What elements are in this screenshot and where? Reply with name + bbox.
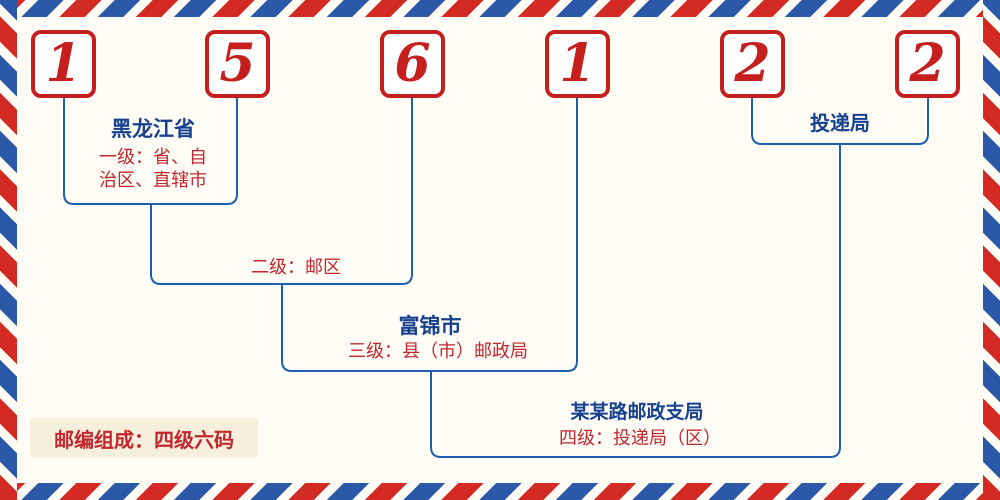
composition-note-box: 邮编组成：四级六码 <box>30 418 258 458</box>
level4-desc-label: 四级：投递局（区） <box>559 428 721 449</box>
airmail-border-left <box>0 0 17 500</box>
level4-place-label: 某某路邮政支局 <box>570 401 704 423</box>
composition-note-text: 邮编组成：四级六码 <box>54 427 234 452</box>
level3-desc-label: 三级：县（市）邮政局 <box>348 341 528 362</box>
delivery-office-label: 投递局 <box>810 111 870 135</box>
digit-box-1: 1 <box>31 30 96 98</box>
digit-box-4: 1 <box>545 30 610 98</box>
airmail-border-right <box>983 0 1000 500</box>
digit-6: 2 <box>909 33 946 94</box>
level3-place-label: 富锦市 <box>398 314 462 338</box>
airmail-border-top <box>0 0 1000 17</box>
level2-desc-label: 二级：邮区 <box>251 257 341 278</box>
airmail-border-bottom <box>0 483 1000 500</box>
level1-desc-label: 一级：省、自 治区、直辖市 <box>99 147 207 191</box>
digit-box-2: 5 <box>205 30 270 98</box>
digit-box-5: 2 <box>720 30 785 98</box>
digit-4: 1 <box>559 33 596 94</box>
digit-1: 1 <box>45 33 82 94</box>
digit-box-3: 6 <box>380 30 445 98</box>
digit-5: 2 <box>734 33 771 94</box>
digit-box-6: 2 <box>895 30 960 98</box>
digit-2: 5 <box>219 33 256 94</box>
level1-place-label: 黑龙江省 <box>111 117 195 141</box>
digit-3: 6 <box>394 33 431 94</box>
